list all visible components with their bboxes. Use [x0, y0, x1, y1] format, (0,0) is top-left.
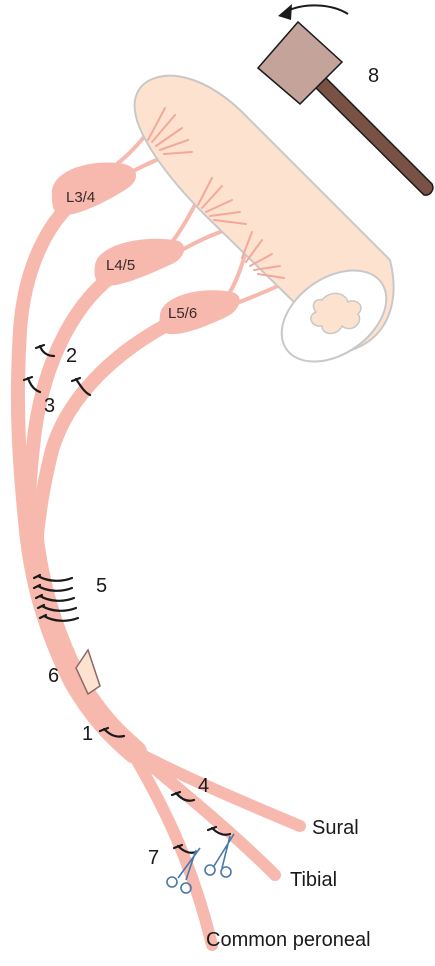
- root-label-l45: L4/5: [106, 257, 135, 274]
- sciatic-trunk: [30, 520, 135, 752]
- rootlets-l56-b: [232, 285, 280, 305]
- root-label-l34: L3/4: [66, 189, 95, 206]
- number-label-7: 7: [148, 847, 159, 869]
- curved-arrow-icon: [285, 5, 348, 14]
- scissors-blade-b: [214, 834, 234, 868]
- root-label-l56: L5/6: [168, 305, 197, 322]
- number-label-3: 3: [44, 395, 55, 417]
- branch-label-common-peroneal: Common peroneal: [206, 929, 371, 951]
- scissors-ring-d: [221, 867, 231, 877]
- scissors-ring-a: [167, 877, 177, 887]
- number-label-8: 8: [368, 65, 379, 87]
- number-label-6: 6: [48, 665, 59, 687]
- scissors-ring-c: [205, 865, 215, 875]
- number-label-1: 1: [82, 723, 93, 745]
- number-label-2: 2: [66, 345, 77, 367]
- number-label-5: 5: [96, 575, 107, 597]
- mallet-handle: [310, 72, 433, 195]
- number-label-4: 4: [198, 775, 209, 797]
- curved-arrow-head: [278, 4, 292, 20]
- branch-label-sural: Sural: [312, 817, 359, 839]
- branch-label-tibial: Tibial: [290, 869, 337, 891]
